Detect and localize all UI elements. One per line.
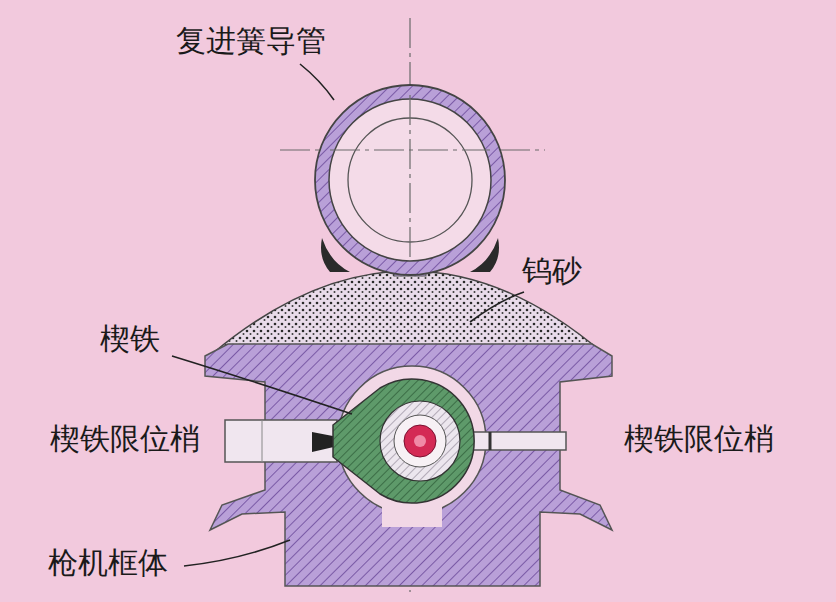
leader-line [470, 292, 524, 322]
pin-edge [262, 420, 263, 462]
part-label: 楔铁限位梢 [624, 422, 774, 457]
part-label: 楔铁 [100, 322, 160, 357]
part-label: 复进簧导管 [176, 24, 326, 59]
wedge [333, 379, 474, 503]
limit-pin [225, 420, 337, 462]
wedge-bore [380, 401, 460, 481]
part-label: 枪机框体 [48, 546, 168, 581]
pin-groove [489, 432, 492, 450]
firing-pin [404, 425, 436, 457]
part-label: 钨砂 [522, 254, 582, 289]
leader-line [184, 540, 290, 566]
firing-pin-hole [394, 415, 446, 467]
limit-pin [470, 432, 566, 450]
firing-pin-core [414, 435, 426, 447]
leader-line [172, 356, 352, 414]
spring-outline [348, 118, 472, 242]
leader-line [300, 64, 334, 100]
center-line [409, 95, 410, 262]
guide-tube [315, 85, 505, 275]
part-label: 楔铁限位梢 [50, 422, 200, 457]
carrier-body [205, 344, 612, 586]
slot [382, 505, 442, 527]
